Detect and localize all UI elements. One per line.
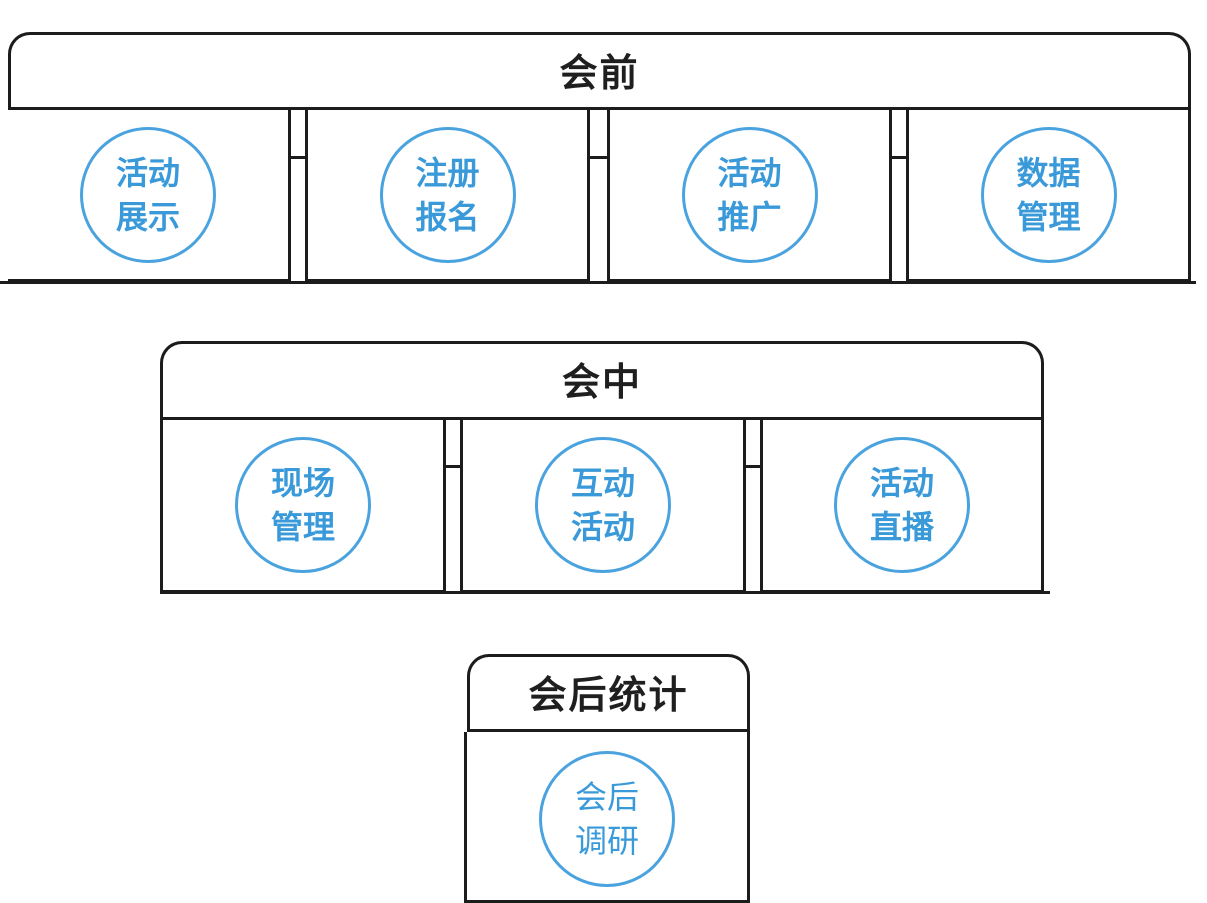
step-label-line1: 活动 bbox=[869, 464, 934, 502]
step-label-line1: 注册 bbox=[415, 153, 480, 192]
step-box-during-3: 活动 直播 bbox=[760, 420, 1044, 593]
step-box-pre-4: 数据 管理 bbox=[906, 110, 1191, 282]
step-label-line2: 管理 bbox=[1016, 197, 1081, 236]
step-circle: 注册 报名 bbox=[379, 126, 516, 263]
step-label-line2: 活动 bbox=[570, 508, 635, 546]
step-circle: 会后 调研 bbox=[539, 751, 675, 887]
step-box-pre-2: 注册 报名 bbox=[305, 110, 590, 282]
stage-title-during: 会中 bbox=[561, 360, 642, 404]
step-label-line2: 推广 bbox=[717, 197, 782, 236]
step-label-line1: 互动 bbox=[570, 464, 635, 502]
step-box-pre-3: 活动 推广 bbox=[607, 110, 892, 282]
step-box-post-1: 会后 调研 bbox=[464, 732, 750, 903]
step-label-line1: 活动 bbox=[717, 153, 782, 192]
step-label-line2: 管理 bbox=[270, 508, 335, 546]
step-label-line2: 直播 bbox=[869, 508, 934, 546]
step-label-line1: 数据 bbox=[1016, 153, 1081, 192]
step-box-during-2: 互动 活动 bbox=[460, 420, 746, 593]
stage-title-pre: 会前 bbox=[559, 50, 640, 95]
step-circle: 现场 管理 bbox=[235, 437, 371, 573]
step-label-line1: 活动 bbox=[115, 153, 180, 192]
stage-divider-post bbox=[467, 729, 750, 732]
step-label-line1: 现场 bbox=[270, 464, 335, 502]
stage-title-post: 会后统计 bbox=[528, 672, 689, 717]
step-box-pre-1: 活动 展示 bbox=[8, 110, 291, 282]
step-circle: 活动 直播 bbox=[834, 437, 970, 573]
box-connector bbox=[446, 465, 460, 468]
stage-header-during: 会中 bbox=[160, 341, 1044, 420]
step-circle: 数据 管理 bbox=[980, 126, 1117, 263]
stage-divider-pre bbox=[8, 107, 1191, 110]
box-connector bbox=[590, 156, 607, 159]
stage-baseline-pre bbox=[0, 281, 1196, 284]
stage-divider-during bbox=[160, 417, 1044, 420]
step-circle: 活动 推广 bbox=[681, 126, 818, 263]
step-box-during-1: 现场 管理 bbox=[160, 420, 446, 593]
step-circle: 互动 活动 bbox=[535, 437, 671, 573]
stage-header-post: 会后统计 bbox=[467, 654, 750, 732]
step-circle: 活动 展示 bbox=[80, 126, 216, 263]
box-connector bbox=[892, 156, 906, 159]
box-connector bbox=[746, 465, 760, 468]
step-label-line1: 会后 bbox=[574, 778, 639, 816]
step-label-line2: 报名 bbox=[415, 197, 480, 236]
step-label-line2: 调研 bbox=[574, 822, 639, 860]
step-label-line2: 展示 bbox=[115, 197, 180, 236]
stage-baseline-during bbox=[160, 591, 1050, 594]
box-connector bbox=[291, 156, 305, 159]
stage-header-pre: 会前 bbox=[8, 32, 1191, 110]
